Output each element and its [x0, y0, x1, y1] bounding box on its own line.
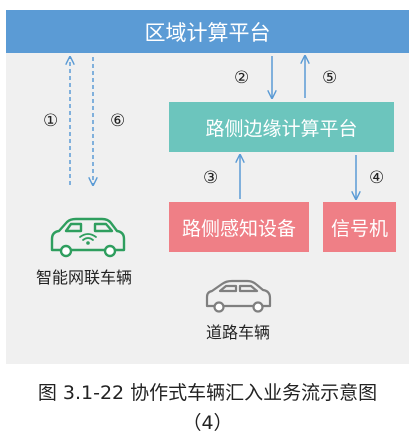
regional-computing-platform: 区域计算平台: [6, 10, 409, 53]
signal-controller-label: 信号机: [330, 217, 388, 240]
step-1-number: ①: [43, 111, 59, 131]
step-3-number: ③: [203, 168, 219, 188]
caption-line-1: 图 3.1-22 协作式车辆汇入业务流示意图: [37, 382, 378, 404]
intelligent-car-icon: [50, 217, 126, 258]
roadside-sensing-device: 路侧感知设备: [169, 202, 309, 252]
signal-controller: 信号机: [323, 202, 396, 252]
sensing-device-label: 路侧感知设备: [181, 217, 296, 240]
figure-caption: 图 3.1-22 协作式车辆汇入业务流示意图 （4）: [0, 378, 415, 438]
intelligent-vehicle-label: 智能网联车辆: [36, 268, 133, 287]
road-vehicle-icon: [205, 279, 272, 313]
step-5-number: ⑤: [322, 68, 338, 88]
regional-platform-label: 区域计算平台: [144, 20, 271, 45]
edge-platform-label: 路侧边缘计算平台: [205, 117, 358, 140]
roadside-edge-computing-platform: 路侧边缘计算平台: [169, 102, 394, 152]
step-2-number: ②: [234, 68, 250, 88]
step-6-number: ⑥: [110, 111, 126, 131]
step-4-number: ④: [369, 168, 385, 188]
caption-line-2: （4）: [182, 412, 233, 434]
road-vehicle-label: 道路车辆: [206, 323, 271, 342]
